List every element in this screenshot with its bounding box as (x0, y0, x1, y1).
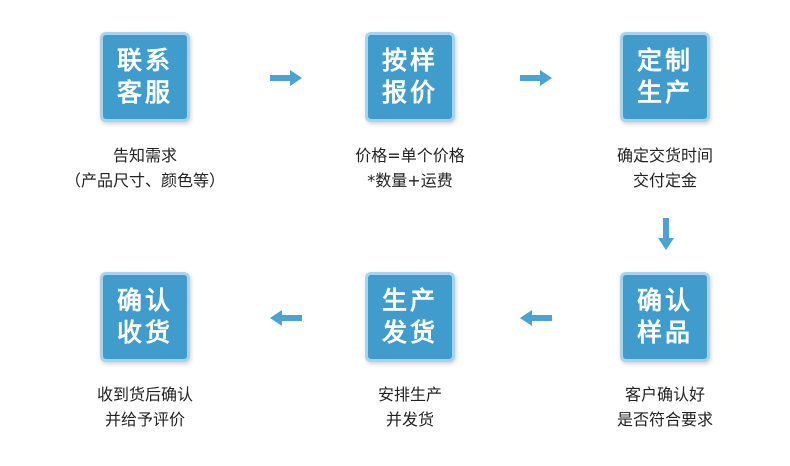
step-box-line: 客服 (116, 78, 173, 107)
step-box-line: 报价 (381, 78, 438, 107)
arrow-down-icon (658, 218, 674, 250)
step-description-line: 是否符合要求 (616, 410, 713, 429)
step-box-line: 样品 (636, 318, 693, 347)
step-description-line: 安排生产 (377, 385, 442, 404)
arrow-right-icon (520, 70, 552, 86)
step-description: 安排生产 并发货 (310, 382, 510, 432)
step-box-line: 按样 (381, 46, 438, 75)
step-description-line: 收到货后确认 (96, 385, 193, 404)
step-description-line: 价格=单个价格 (355, 146, 465, 165)
step-box-contact-service: 联系 客服 (100, 32, 190, 122)
step-description: 价格=单个价格 *数量+运费 (310, 143, 510, 193)
step-box-confirm-receipt: 确认 收货 (100, 272, 190, 362)
step-description-line: （产品尺寸、颜色等） (64, 171, 225, 190)
step-box-line: 收货 (116, 318, 173, 347)
step-box-line: 联系 (116, 46, 173, 75)
step-description-line: 交付定金 (632, 171, 697, 190)
step-box-custom-production: 定制 生产 (620, 32, 710, 122)
step-description-line: 确定交货时间 (616, 146, 713, 165)
step-box-line: 生产 (636, 78, 693, 107)
step-box-line: 生产 (381, 286, 438, 315)
step-box-line: 发货 (381, 318, 438, 347)
step-description-line: 客户确认好 (624, 385, 705, 404)
arrow-left-icon (520, 310, 552, 326)
step-description-line: 告知需求 (112, 146, 177, 165)
arrow-left-icon (270, 310, 302, 326)
step-description: 客户确认好 是否符合要求 (565, 382, 765, 432)
step-box-quote: 按样 报价 (365, 32, 455, 122)
step-box-line: 定制 (636, 46, 693, 75)
step-box-confirm-sample: 确认 样品 (620, 272, 710, 362)
arrow-right-icon (270, 70, 302, 86)
step-description-line: 并发货 (385, 410, 434, 429)
step-box-line: 确认 (636, 286, 693, 315)
step-box-line: 确认 (116, 286, 173, 315)
step-description: 收到货后确认 并给予评价 (45, 382, 245, 432)
step-description: 确定交货时间 交付定金 (565, 143, 765, 193)
step-box-production-shipping: 生产 发货 (365, 272, 455, 362)
step-description-line: *数量+运费 (367, 171, 453, 190)
step-description-line: 并给予评价 (104, 410, 185, 429)
step-description: 告知需求 （产品尺寸、颜色等） (45, 143, 245, 193)
